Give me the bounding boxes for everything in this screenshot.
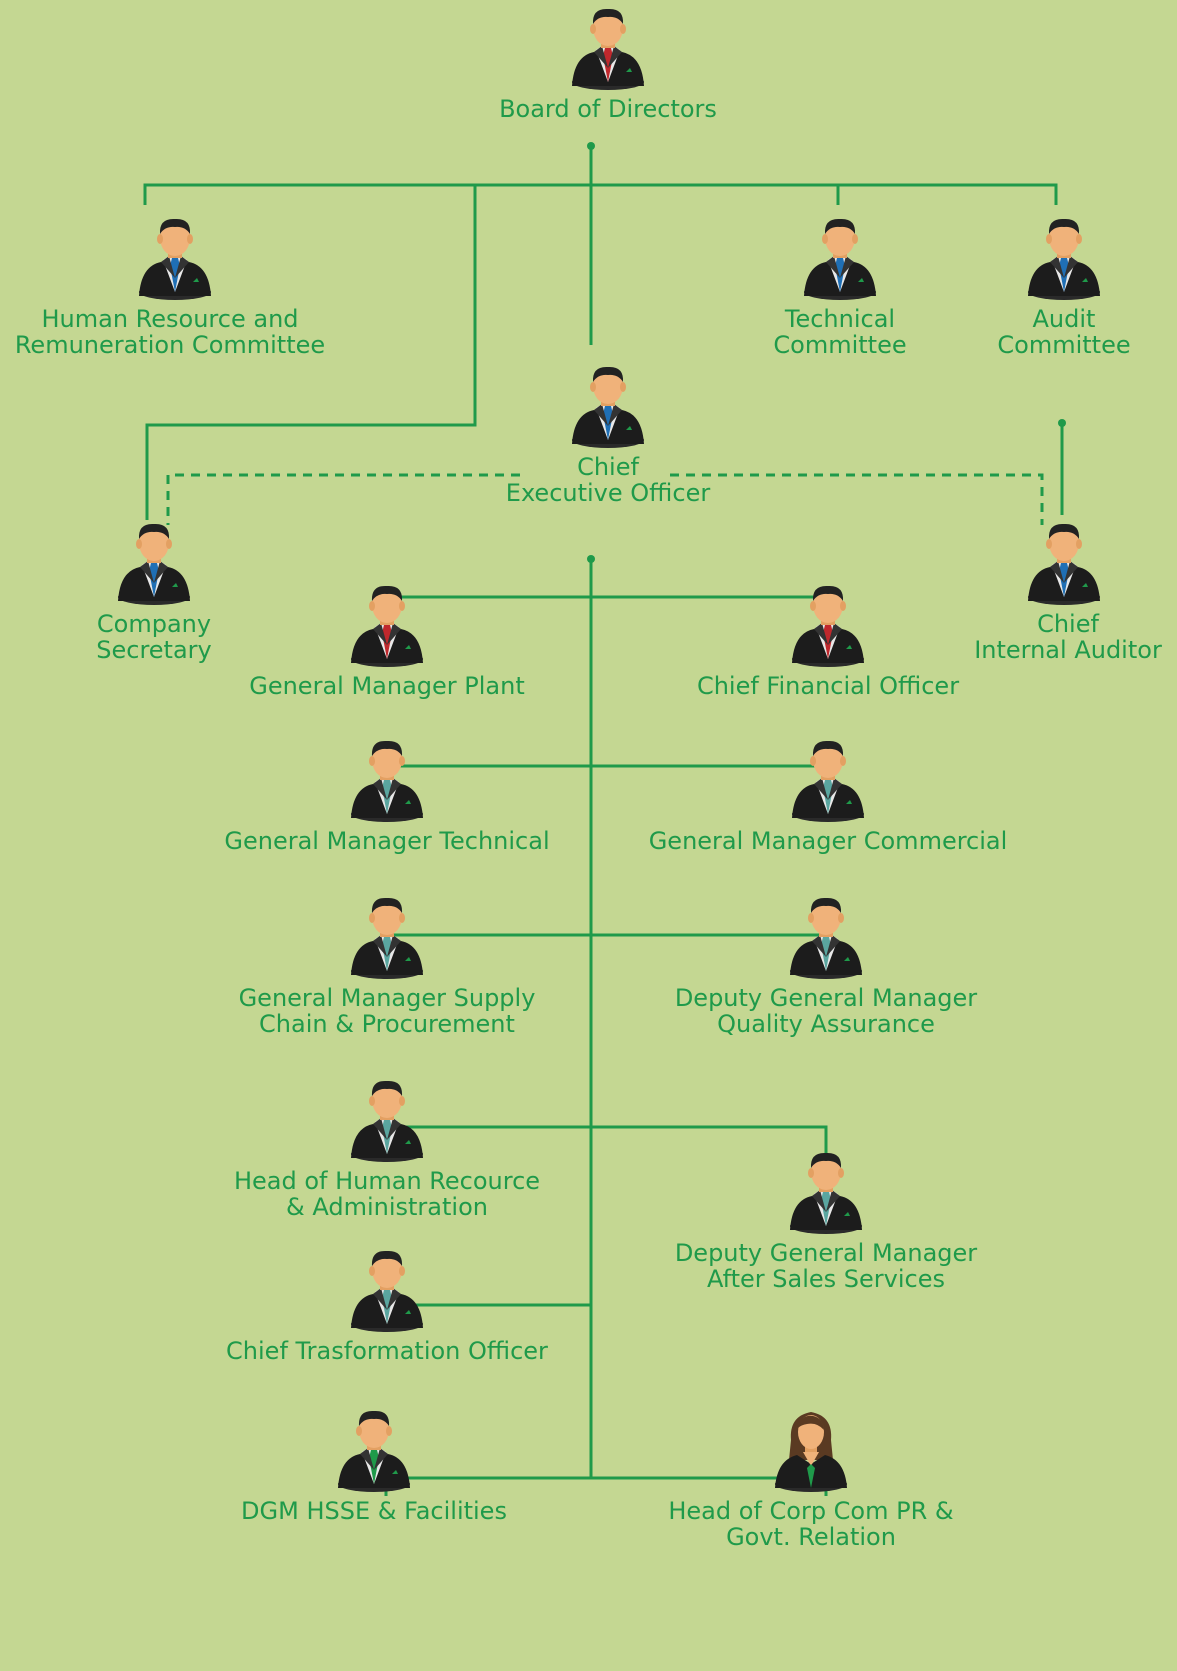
node-label-line: & Administration <box>286 1193 488 1221</box>
org-node-cfo: Chief Financial Officer <box>638 585 1018 699</box>
node-label-line: General Manager Technical <box>224 827 550 855</box>
node-label-line: Audit <box>1032 305 1096 333</box>
node-label-line: Quality Assurance <box>717 1010 935 1038</box>
node-label-line: General Manager Commercial <box>648 827 1008 855</box>
node-label-line: After Sales Services <box>707 1265 945 1293</box>
org-node-gm-plant: General Manager Plant <box>197 585 577 699</box>
node-label-line: Deputy General Manager <box>674 1239 978 1267</box>
org-node-head-hr: Head of Human Recource& Administration <box>197 1080 577 1220</box>
org-node-gm-technical: General Manager Technical <box>197 740 577 854</box>
node-label-line: Board of Directors <box>499 95 717 123</box>
org-node-gm-commercial: General Manager Commercial <box>638 740 1018 854</box>
ceo-to-secretary-dashed <box>166 473 520 525</box>
businessman-icon <box>118 523 190 605</box>
org-node-head-corp-com: Head of Corp Com PR &Govt. Relation <box>621 1410 1001 1550</box>
node-label-line: Company <box>96 610 212 638</box>
businessman-icon <box>351 897 423 979</box>
org-node-board: Board of Directors <box>418 8 798 122</box>
node-label-line: Committee <box>773 331 907 359</box>
businessman-icon <box>338 1410 410 1492</box>
businessman-icon <box>351 1250 423 1332</box>
node-label: Chief Trasformation Officer <box>197 1338 577 1364</box>
businessman-icon <box>790 1152 862 1234</box>
board-to-secretary-line <box>145 185 477 520</box>
businessman-icon <box>572 8 644 90</box>
node-label-line: Head of Human Recource <box>233 1167 541 1195</box>
ceo-to-auditor-dashed <box>670 473 1044 525</box>
businessman-icon <box>1028 218 1100 300</box>
node-label-line: Secretary <box>96 636 212 664</box>
node-label-line: Remuneration Committee <box>14 331 326 359</box>
node-label-line: Human Resource and <box>41 305 299 333</box>
node-label-line: Head of Corp Com PR & <box>668 1497 954 1525</box>
node-label: Board of Directors <box>418 96 798 122</box>
businessman-icon <box>351 740 423 822</box>
node-label: General Manager Technical <box>197 828 577 854</box>
node-label: General Manager Commercial <box>638 828 1018 854</box>
node-label-line: Chief <box>577 453 639 481</box>
node-label-line: Committee <box>997 331 1131 359</box>
node-label-line: Chief Trasformation Officer <box>226 1337 548 1365</box>
node-label: General Manager Plant <box>197 673 577 699</box>
node-label-line: General Manager Plant <box>249 672 525 700</box>
businessman-icon <box>572 366 644 448</box>
businesswoman-icon <box>775 1412 847 1492</box>
node-label-line: Chain & Procurement <box>259 1010 515 1038</box>
board-committee-bar <box>143 183 1058 205</box>
node-label-line: DGM HSSE & Facilities <box>241 1497 507 1525</box>
node-label: DGM HSSE & Facilities <box>184 1498 564 1524</box>
node-label-line: Govt. Relation <box>726 1523 896 1551</box>
node-label-line: General Manager Supply <box>238 984 536 1012</box>
businessman-icon <box>139 218 211 300</box>
org-node-chief-transformation: Chief Trasformation Officer <box>197 1250 577 1364</box>
businessman-icon <box>1028 523 1100 605</box>
node-label: Head of Human Recource& Administration <box>197 1168 577 1220</box>
businessman-icon <box>792 740 864 822</box>
businessman-icon <box>351 1080 423 1162</box>
node-label-line: Technical <box>784 305 896 333</box>
node-label: Chief Financial Officer <box>638 673 1018 699</box>
node-label-line: Deputy General Manager <box>674 984 978 1012</box>
businessman-icon <box>351 585 423 667</box>
org-node-dgm-hsse: DGM HSSE & Facilities <box>184 1410 564 1524</box>
businessman-icon <box>792 585 864 667</box>
businessman-icon <box>804 218 876 300</box>
businessman-icon <box>790 897 862 979</box>
node-label: Head of Corp Com PR &Govt. Relation <box>621 1498 1001 1550</box>
node-label-line: Chief <box>1037 610 1099 638</box>
node-label-line: Chief Financial Officer <box>696 672 960 700</box>
node-label-line: Internal Auditor <box>974 636 1162 664</box>
node-label-line: Executive Officer <box>505 479 711 507</box>
